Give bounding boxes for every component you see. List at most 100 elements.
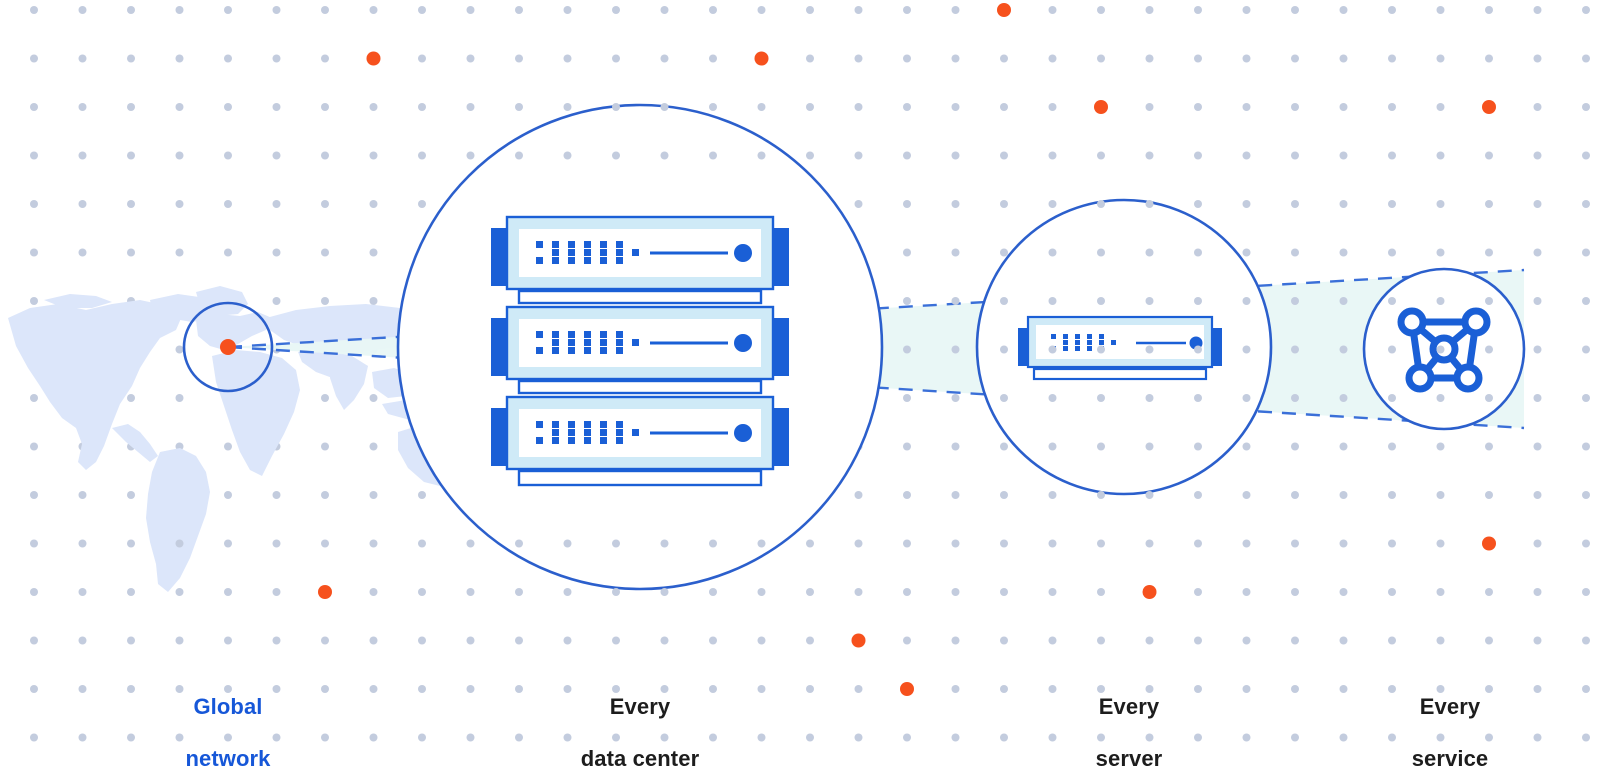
stage-every-server[interactable] [975, 198, 1273, 496]
grid-dot [1485, 151, 1493, 160]
grid-dot [224, 733, 232, 742]
grid-dot [1388, 588, 1396, 596]
grid-dot [1582, 636, 1590, 645]
grid-dot [78, 6, 87, 14]
grid-dot [224, 636, 232, 645]
grid-dot [1485, 6, 1493, 14]
grid-dot [1000, 685, 1008, 693]
grid-dot [1048, 588, 1057, 596]
grid-dot [515, 54, 523, 63]
grid-dot [369, 636, 378, 645]
grid-dot [466, 685, 475, 693]
grid-dot [1533, 636, 1542, 645]
grid-dot [127, 491, 135, 499]
grid-dot [224, 151, 232, 160]
grid-dot [1582, 54, 1590, 63]
server-dot-matrix [536, 331, 639, 354]
grid-dot [1291, 539, 1299, 548]
grid-dot [515, 103, 523, 111]
grid-dot [660, 588, 669, 596]
grid-dot [1048, 200, 1057, 208]
grid-dot [660, 685, 669, 693]
grid-dot [78, 151, 87, 160]
grid-dot [1388, 733, 1396, 742]
grid-dot [1388, 442, 1396, 451]
grid-dot [1291, 151, 1299, 160]
grid-dot [418, 151, 426, 160]
grid-dot [1097, 685, 1105, 693]
server-unit-3 [491, 395, 789, 471]
grid-dot [1242, 733, 1251, 742]
grid-dot [224, 6, 232, 14]
grid-dot [1582, 200, 1590, 208]
grid-dot [1194, 297, 1202, 305]
grid-dot [78, 248, 87, 257]
grid-dot [418, 636, 426, 645]
grid-dot [1388, 539, 1396, 548]
grid-dot [321, 491, 329, 499]
grid-dot [1533, 685, 1542, 693]
server-unit-2 [491, 305, 789, 381]
grid-dot [1194, 442, 1202, 451]
grid-dot [1242, 539, 1251, 548]
grid-dot [1242, 394, 1251, 402]
grid-dot [1339, 685, 1348, 693]
grid-dot [1194, 394, 1202, 402]
stage-every-data-center[interactable] [396, 103, 884, 591]
stage-global-network[interactable] [182, 301, 274, 393]
grid-dot [321, 151, 329, 160]
grid-dot [30, 151, 38, 160]
grid-dot [272, 6, 281, 14]
grid-dot [1339, 54, 1348, 63]
server-connector-bar [517, 379, 763, 395]
grid-dot [418, 491, 426, 499]
grid-dot [709, 103, 717, 111]
grid-dot [1291, 636, 1299, 645]
grid-dot [563, 151, 572, 160]
grid-dot [321, 685, 329, 693]
grid-dot [1194, 733, 1202, 742]
grid-dot [1048, 539, 1057, 548]
grid-dot [224, 248, 232, 257]
grid-dot [612, 54, 620, 63]
grid-dot [321, 6, 329, 14]
grid-dot [1145, 491, 1154, 499]
grid-dot [1436, 248, 1445, 257]
grid-dot [1242, 200, 1251, 208]
grid-dot [1291, 491, 1299, 499]
grid-dot [854, 733, 863, 742]
grid-dot [272, 539, 281, 548]
grid-dot [1048, 6, 1057, 14]
grid-dot [1388, 54, 1396, 63]
grid-dot [757, 685, 766, 693]
grid-dot [466, 733, 475, 742]
grid-dot [951, 248, 960, 257]
grid-dot [1582, 394, 1590, 402]
grid-dot [515, 588, 523, 596]
grid-dot [418, 539, 426, 548]
grid-dot [1291, 685, 1299, 693]
grid-dot [1291, 442, 1299, 451]
grid-dot [757, 588, 766, 596]
grid-dot [418, 200, 426, 208]
grid-dot [30, 442, 38, 451]
grid-dot [1048, 103, 1057, 111]
network-graph-nodes [1397, 307, 1491, 393]
grid-dot [1533, 200, 1542, 208]
grid-dot [466, 636, 475, 645]
grid-dot [563, 539, 572, 548]
grid-dot [272, 103, 281, 111]
grid-dot [418, 6, 426, 14]
grid-dot [418, 588, 426, 596]
grid-dot [1097, 54, 1105, 63]
grid-dot [272, 297, 281, 305]
grid-dot [1339, 491, 1348, 499]
grid-dot [1388, 248, 1396, 257]
grid-dot [127, 685, 135, 693]
grid-dot [1048, 297, 1057, 305]
grid-dot-accent [366, 51, 381, 66]
grid-dot [1436, 588, 1445, 596]
server-dot-matrix [536, 421, 639, 444]
grid-dot [757, 733, 766, 742]
grid-dot [1000, 442, 1008, 451]
